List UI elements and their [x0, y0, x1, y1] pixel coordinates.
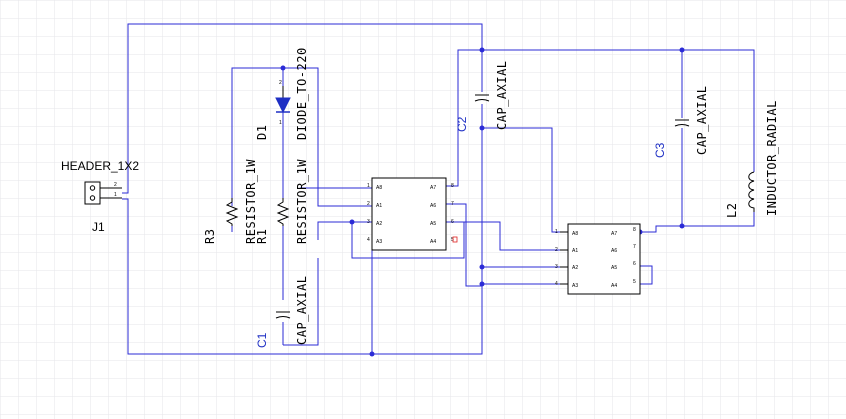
d1-pin-2: 2 [279, 80, 282, 86]
u2-pin-3: 3 [555, 264, 558, 270]
u1-label-a2: A2 [376, 221, 382, 227]
u2-label-a1: A1 [572, 248, 578, 254]
u2-label-a7: A7 [611, 231, 617, 237]
r1-value-label: RESISTOR_1W [295, 159, 309, 244]
u2-label-a6: A6 [611, 248, 617, 254]
capacitor-c2[interactable] [474, 94, 490, 102]
u2-label-a8: A8 [572, 231, 578, 237]
u1-label-a4: A4 [430, 239, 436, 245]
d1-pin-1: 1 [279, 120, 282, 126]
diode-d1[interactable]: 2 1 [275, 80, 291, 126]
c1-value-label: CAP_AXIAL [295, 275, 309, 345]
c1-ref-label: C1 [255, 332, 269, 348]
u1-label-a3: A3 [376, 239, 382, 245]
r3-ref-label: R3 [203, 229, 217, 244]
u1-label-a8: A8 [376, 185, 382, 191]
u2-pin-5: 5 [633, 279, 636, 285]
u1-pin-3: 3 [367, 219, 370, 225]
u1-label-a7: A7 [430, 185, 436, 191]
u2-pin-2: 2 [555, 247, 558, 253]
r3-value-label: RESISTOR_1W [244, 159, 258, 244]
c2-value-label: CAP_AXIAL [495, 60, 509, 130]
u1-pin-8: 8 [451, 183, 454, 189]
u1-label-a6: A6 [430, 203, 436, 209]
c3-ref-label: C3 [653, 142, 667, 158]
d1-value-label: DIODE_TO-220 [295, 47, 309, 140]
ic-u1[interactable]: 1 2 3 4 A8 A1 A2 A3 8 7 6 5 A7 A6 A5 A4 [367, 177, 458, 251]
u1-label-a5: A5 [430, 221, 436, 227]
u2-label-a4: A4 [611, 283, 617, 289]
r1-ref-label: R1 [255, 229, 269, 244]
u2-label-a3: A3 [572, 283, 578, 289]
u1-pin-6: 6 [451, 219, 454, 225]
c3-value-label: CAP_AXIAL [695, 85, 709, 155]
junctions [280, 47, 685, 357]
u2-label-a5: A5 [611, 265, 617, 271]
u2-pin-6: 6 [633, 261, 636, 267]
u2-pin-7: 7 [633, 244, 636, 250]
capacitor-c1[interactable] [275, 311, 291, 319]
u1-label-a1: A1 [376, 203, 382, 209]
u1-pin-7: 7 [451, 201, 454, 207]
d1-ref-label: D1 [255, 125, 269, 140]
l2-ref-label: L2 [725, 203, 739, 218]
u2-pin-4: 4 [555, 281, 558, 287]
u2-pin-1: 1 [555, 229, 558, 235]
u1-pin-4: 4 [367, 237, 370, 243]
j1-pin-1: 1 [114, 192, 117, 198]
u1-pin-1: 1 [367, 183, 370, 189]
resistor-r3[interactable] [225, 198, 239, 226]
u1-pin-5: 5 [451, 237, 454, 243]
unconnected-pin-marker [452, 236, 458, 243]
c2-ref-label: C2 [455, 116, 469, 132]
j1-value-label: HEADER_1X2 [61, 159, 139, 173]
j1-pin-2: 2 [114, 182, 117, 188]
resistor-r1[interactable] [276, 198, 290, 226]
ic-u2[interactable]: 1 2 3 4 A8 A1 A2 A3 8 7 6 5 A7 A6 A5 A4 [555, 223, 641, 295]
u1-pin-2: 2 [367, 201, 370, 207]
l2-value-label: INDUCTOR_RADIAL [765, 100, 779, 216]
u2-pin-8: 8 [633, 227, 636, 233]
capacitor-c3[interactable] [674, 119, 690, 127]
j1-ref-label: J1 [92, 220, 105, 234]
u2-label-a2: A2 [572, 265, 578, 271]
header-j1[interactable]: 2 1 [84, 181, 122, 205]
inductor-l2[interactable] [748, 171, 755, 212]
